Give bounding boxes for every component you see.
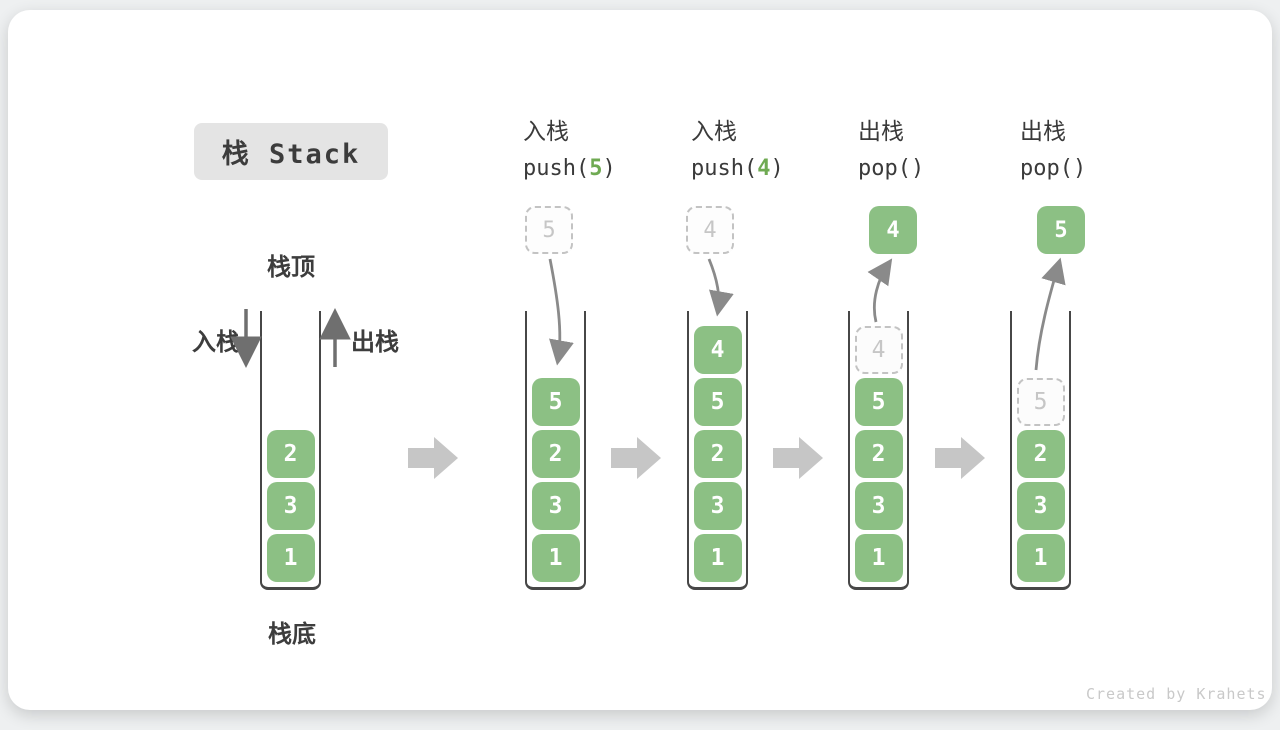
step-header-push4: 入栈 push(4) [691, 116, 784, 184]
stack-block: 2 [531, 430, 580, 478]
pop-side-label: 出栈 [351, 329, 399, 356]
stack-block: 3 [854, 482, 903, 530]
stack-block: 4 [693, 326, 742, 374]
code-suffix: ) [602, 156, 616, 181]
stack-block: 5 [854, 378, 903, 426]
title-label: 栈 Stack [221, 139, 361, 170]
step-op-name: 入栈 [523, 118, 569, 144]
stack-block: 5 [531, 378, 580, 426]
step-op-code: push(5) [523, 154, 616, 184]
code-prefix: push( [523, 156, 590, 181]
stack-block: 3 [266, 482, 315, 530]
push-side-label: 入栈 [192, 329, 240, 356]
title-box: 栈 Stack [194, 123, 388, 180]
code-prefix: push( [691, 156, 758, 181]
step-op-code: push(4) [691, 154, 784, 184]
step-op-code: pop() [1020, 154, 1086, 184]
step-op-name: 出栈 [1020, 118, 1066, 144]
diagram-card: 栈 Stack 栈顶 栈底 入栈 出栈 入栈 push(5) 入栈 push(4… [8, 10, 1272, 710]
stack-block: 2 [1016, 430, 1065, 478]
ghost-block: 4 [854, 326, 903, 374]
popped-value-box: 4 [869, 206, 917, 254]
step-header-pop2: 出栈 pop() [1020, 116, 1086, 184]
incoming-value-box: 4 [686, 206, 734, 254]
stack-container-after-push4: 4 5 2 3 1 [687, 311, 748, 590]
stack-block: 1 [693, 534, 742, 582]
step-header-push5: 入栈 push(5) [523, 116, 616, 184]
value: 5 [1054, 217, 1068, 243]
popped-value-box: 5 [1037, 206, 1085, 254]
code-prefix: pop( [858, 156, 911, 181]
stack-block: 3 [1016, 482, 1065, 530]
value: 4 [703, 217, 717, 243]
stack-block: 2 [854, 430, 903, 478]
code-arg: 4 [757, 156, 771, 181]
stack-bottom-label: 栈底 [268, 621, 316, 648]
code-suffix: ) [1072, 156, 1087, 181]
code-suffix: ) [910, 156, 925, 181]
code-arg: 5 [589, 156, 603, 181]
stack-block: 1 [854, 534, 903, 582]
stack-block: 1 [1016, 534, 1065, 582]
value: 4 [886, 217, 900, 243]
stack-container-after-pop1: 4 5 2 3 1 [848, 311, 909, 590]
stack-top-label: 栈顶 [267, 254, 315, 281]
ghost-block: 5 [1016, 378, 1065, 426]
stack-block: 1 [266, 534, 315, 582]
stack-container-after-pop2: 5 2 3 1 [1010, 311, 1071, 590]
step-header-pop1: 出栈 pop() [858, 116, 924, 184]
arrows-overlay [230, 257, 1066, 479]
step-op-name: 入栈 [691, 118, 737, 144]
watermark: Created by Krahets [1086, 685, 1267, 703]
stack-block: 2 [266, 430, 315, 478]
code-prefix: pop( [1020, 156, 1073, 181]
stack-block: 3 [693, 482, 742, 530]
stack-block: 5 [693, 378, 742, 426]
step-op-code: pop() [858, 154, 924, 184]
stack-container-initial: 2 3 1 [260, 311, 321, 590]
stack-block: 1 [531, 534, 580, 582]
stack-block: 3 [531, 482, 580, 530]
incoming-value-box: 5 [525, 206, 573, 254]
code-suffix: ) [770, 156, 784, 181]
stack-container-after-push5: 5 2 3 1 [525, 311, 586, 590]
value: 5 [542, 217, 556, 243]
stack-block: 2 [693, 430, 742, 478]
step-op-name: 出栈 [858, 118, 904, 144]
